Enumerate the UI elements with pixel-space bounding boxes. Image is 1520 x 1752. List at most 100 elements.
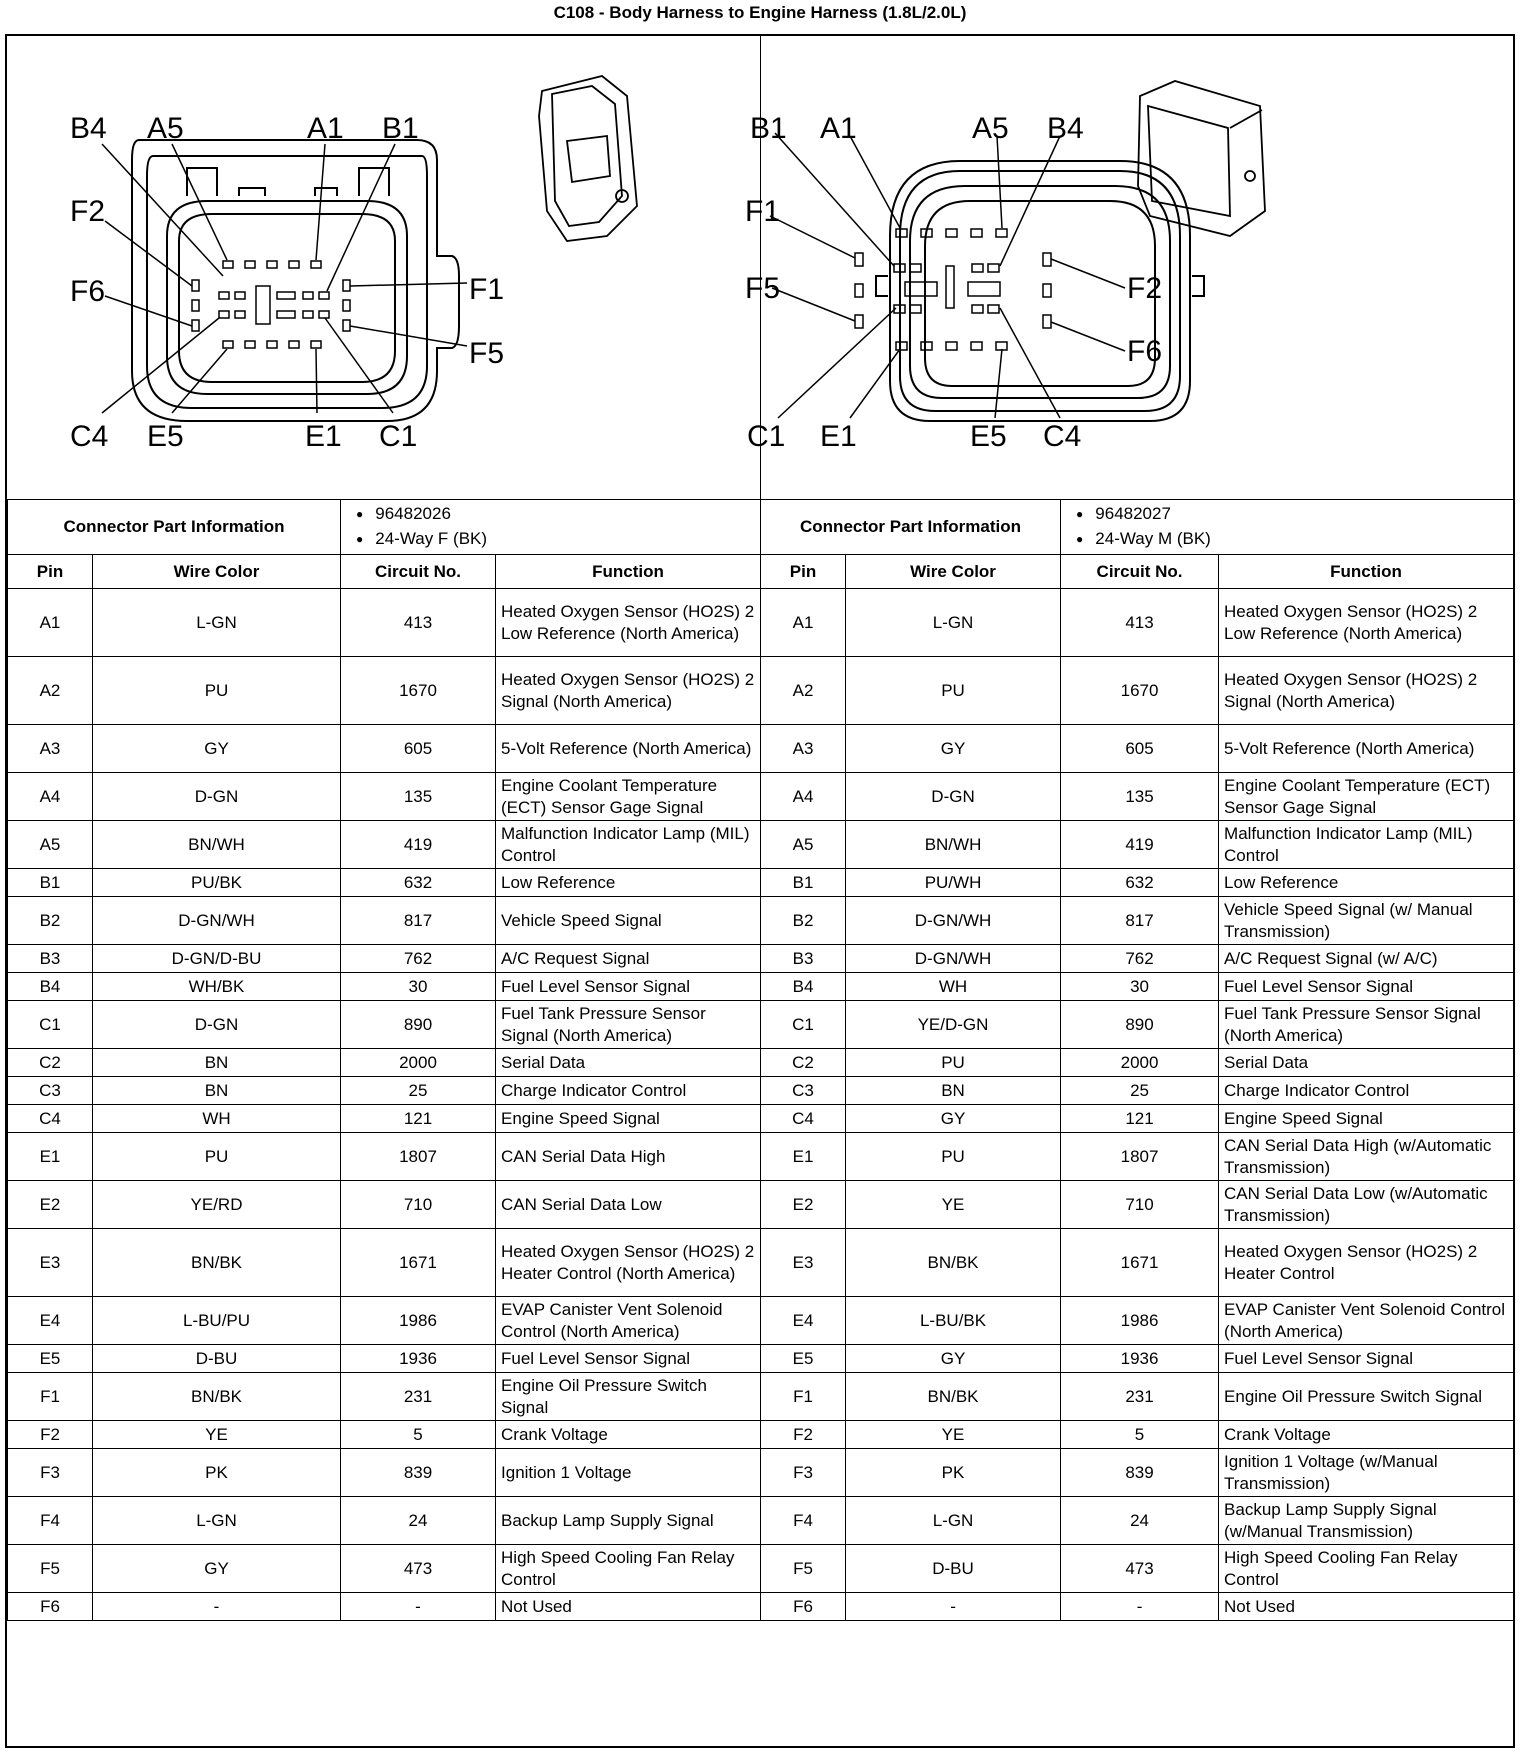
- pin-cell: E1: [7, 1132, 93, 1181]
- pin-label-f2-r: F2: [1127, 272, 1162, 305]
- pin-cell: F2: [7, 1420, 93, 1449]
- pin-cell: F5: [760, 1544, 847, 1593]
- wire-color-cell: PU: [845, 1048, 1062, 1077]
- function-cell: Backup Lamp Supply Signal: [495, 1496, 762, 1545]
- wire-color-cell: GY: [91, 724, 342, 773]
- function-cell: Fuel Level Sensor Signal: [1218, 972, 1515, 1001]
- circuit-cell: 231: [1060, 1372, 1220, 1421]
- pin-cell: A1: [7, 588, 93, 657]
- pin-cell: E3: [7, 1228, 93, 1297]
- function-cell: Engine Speed Signal: [1218, 1104, 1515, 1133]
- pin-cell: A2: [760, 656, 847, 725]
- pin-cell: A5: [760, 820, 847, 869]
- header-function: Function: [495, 554, 762, 589]
- circuit-cell: 1671: [1060, 1228, 1220, 1297]
- circuit-cell: 762: [340, 944, 497, 973]
- pin-label-a5-r: A5: [972, 112, 1009, 145]
- wire-color-cell: PU/BK: [91, 868, 342, 897]
- pin-cell: F4: [760, 1496, 847, 1545]
- function-cell: Heated Oxygen Sensor (HO2S) 2 Low Refere…: [1218, 588, 1515, 657]
- function-cell: CAN Serial Data Low: [495, 1180, 762, 1229]
- pin-cell: C4: [7, 1104, 93, 1133]
- pin-label-a1-r: A1: [820, 112, 857, 145]
- pin-cell: E5: [7, 1344, 93, 1373]
- wire-color-cell: D-GN: [845, 772, 1062, 821]
- circuit-cell: 1670: [1060, 656, 1220, 725]
- circuit-cell: 817: [340, 896, 497, 945]
- pin-label-f5: F5: [469, 337, 504, 370]
- pin-cell: A3: [760, 724, 847, 773]
- pin-cell: E1: [760, 1132, 847, 1181]
- wire-color-cell: YE/RD: [91, 1180, 342, 1229]
- wire-color-cell: BN: [91, 1076, 342, 1105]
- circuit-cell: 1807: [1060, 1132, 1220, 1181]
- circuit-cell: 24: [340, 1496, 497, 1545]
- right-connector-diagram: B1 A1 A5 B4 F1 F5 F2 F6 C1 E1 E5 C4: [745, 80, 1266, 453]
- circuit-cell: 632: [1060, 868, 1220, 897]
- function-cell: CAN Serial Data High (w/Automatic Transm…: [1218, 1132, 1515, 1181]
- pin-label-f5-r: F5: [745, 272, 780, 305]
- header-pin: Pin: [7, 554, 93, 589]
- circuit-cell: 1986: [1060, 1296, 1220, 1345]
- pin-cell: F6: [7, 1592, 93, 1621]
- function-cell: A/C Request Signal (w/ A/C): [1218, 944, 1515, 973]
- pin-cell: E5: [760, 1344, 847, 1373]
- circuit-cell: 135: [1060, 772, 1220, 821]
- page-title: C108 - Body Harness to Engine Harness (1…: [553, 3, 967, 22]
- function-cell: Engine Speed Signal: [495, 1104, 762, 1133]
- pin-label-b1-r: B1: [750, 112, 787, 145]
- wire-color-cell: D-BU: [845, 1544, 1062, 1593]
- pin-label-e5: E5: [147, 420, 184, 453]
- wire-color-cell: BN/WH: [845, 820, 1062, 869]
- function-cell: Crank Voltage: [1218, 1420, 1515, 1449]
- pin-cell: F3: [760, 1448, 847, 1497]
- pin-cell: B2: [760, 896, 847, 945]
- right-part-info-label: Connector Part Information: [760, 499, 1062, 555]
- wire-color-cell: WH: [845, 972, 1062, 1001]
- wire-color-cell: BN/BK: [845, 1372, 1062, 1421]
- pin-label-f6: F6: [70, 275, 105, 308]
- connector-part-info-row: Connector Part Information 96482026 24-W…: [6, 499, 1515, 555]
- function-cell: Heated Oxygen Sensor (HO2S) 2 Signal (No…: [495, 656, 762, 725]
- wire-color-cell: YE/D-GN: [845, 1000, 1062, 1049]
- wire-color-cell: PU: [845, 656, 1062, 725]
- pin-cell: E4: [760, 1296, 847, 1345]
- wire-color-cell: BN: [845, 1076, 1062, 1105]
- function-cell: Heated Oxygen Sensor (HO2S) 2 Heater Con…: [495, 1228, 762, 1297]
- pin-cell: C2: [760, 1048, 847, 1077]
- left-part-info-values: 96482026 24-Way F (BK): [340, 499, 762, 555]
- pin-cell: B3: [7, 944, 93, 973]
- pin-label-f2: F2: [70, 195, 105, 228]
- circuit-cell: 762: [1060, 944, 1220, 973]
- left-connector-diagram: B4 A5 A1 B1 F2 F6 F1 F5 C4 E5 E1 C1: [70, 75, 638, 453]
- wire-color-cell: L-GN: [91, 588, 342, 657]
- header-wire-color: Wire Color: [91, 554, 342, 589]
- pin-cell: F1: [760, 1372, 847, 1421]
- pin-label-e1: E1: [305, 420, 342, 453]
- left-part-number: 96482026: [356, 502, 755, 527]
- pin-cell: A4: [7, 772, 93, 821]
- function-cell: Malfunction Indicator Lamp (MIL) Control: [1218, 820, 1515, 869]
- circuit-cell: 24: [1060, 1496, 1220, 1545]
- pinout-table: Connector Part Information 96482026 24-W…: [6, 499, 1515, 1621]
- pin-label-b4: B4: [70, 112, 107, 145]
- wire-color-cell: WH/BK: [91, 972, 342, 1001]
- wire-color-cell: L-BU/PU: [91, 1296, 342, 1345]
- pin-cell: B2: [7, 896, 93, 945]
- function-cell: Heated Oxygen Sensor (HO2S) 2 Signal (No…: [1218, 656, 1515, 725]
- function-cell: CAN Serial Data Low (w/Automatic Transmi…: [1218, 1180, 1515, 1229]
- pin-label-e5-r: E5: [970, 420, 1007, 453]
- wire-color-cell: L-BU/BK: [845, 1296, 1062, 1345]
- circuit-cell: 30: [1060, 972, 1220, 1001]
